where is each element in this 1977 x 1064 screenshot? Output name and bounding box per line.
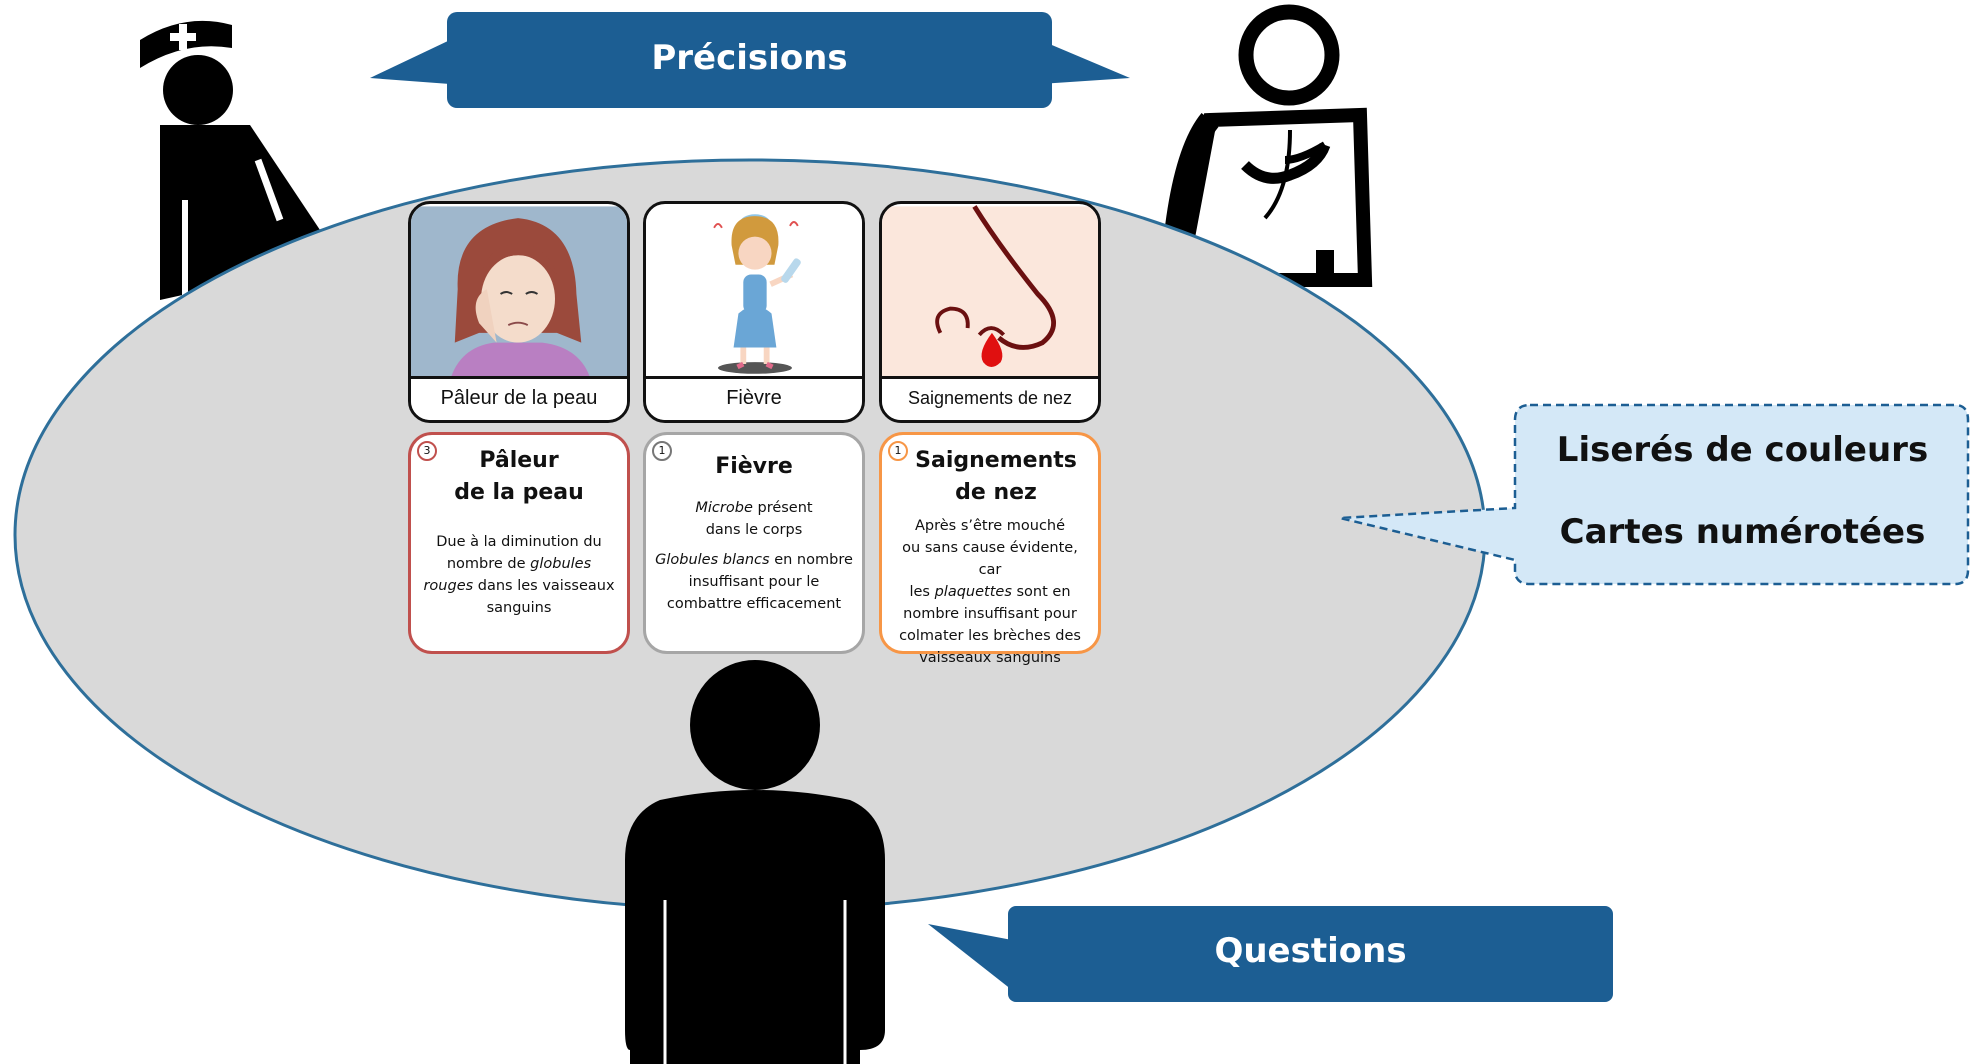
card-text-emphasis: globules (530, 556, 592, 572)
card-text: vaisseaux sanguins (919, 650, 1061, 666)
card-title: Fièvre (715, 454, 793, 479)
patient-figure (625, 660, 885, 1064)
card-text: sont en (1011, 584, 1071, 600)
card-text: dans le corps (705, 522, 803, 538)
pharmacist-figure (1164, 4, 1373, 287)
card-text: présent (752, 500, 813, 516)
picture-card-caption: Saignements de nez (882, 376, 1098, 420)
top-callout-shape (370, 12, 1130, 108)
bottom-callout-shape (928, 906, 1613, 1002)
feverish-girl-illustration (646, 206, 862, 381)
top-callout-label: Précisions (651, 38, 848, 78)
pale-woman-illustration (411, 206, 627, 381)
card-text: dans les vaisseaux (473, 578, 615, 594)
card-text-emphasis: rouges (423, 578, 474, 594)
card-text: nombre de (446, 556, 531, 572)
card-text: sanguins (486, 600, 552, 616)
card-text: nombre insuffisant pour (903, 606, 1077, 622)
card-text: en nombre (769, 552, 853, 568)
picture-card-caption: Fièvre (646, 376, 862, 420)
card-text: Due à la diminution du (436, 534, 602, 550)
card-text: les (909, 584, 935, 600)
card-text: Après s’être mouché (914, 518, 1066, 534)
card-text: colmater les brèches des (899, 628, 1081, 644)
note-callout-shape (1339, 403, 1970, 586)
picture-card-nosebleed: Saignements de nez (879, 201, 1101, 423)
nosebleed-illustration (882, 205, 1098, 381)
card-title: Saignements (915, 448, 1077, 473)
picture-card-paleness: Pâleur de la peau (408, 201, 630, 423)
card-text: ou sans cause évidente, car (902, 540, 1078, 578)
text-card-nosebleed: 1 Saignements de nez Après s’être mouché… (879, 432, 1101, 666)
card-text-emphasis: Globules blancs (655, 552, 770, 568)
note-line-numbered: Cartes numérotées (1559, 512, 1926, 552)
card-number-badge: 1 (888, 441, 908, 461)
bottom-callout-label: Questions (1214, 931, 1407, 971)
card-text-emphasis: plaquettes (934, 584, 1012, 600)
card-text-emphasis: Microbe (695, 500, 753, 516)
card-number-badge: 1 (652, 441, 672, 461)
note-line-colors: Liserés de couleurs (1556, 430, 1929, 470)
card-title: de nez (955, 480, 1037, 505)
card-title: de la peau (454, 480, 584, 505)
card-number-badge: 3 (417, 441, 437, 461)
picture-card-fever: Fièvre (643, 201, 865, 423)
text-card-paleness: 3 Pâleur de la peau Due à la diminution … (408, 432, 630, 654)
card-text: combattre efficacement (666, 596, 842, 612)
card-text: insuffisant pour le (688, 574, 820, 590)
picture-card-caption: Pâleur de la peau (411, 376, 627, 420)
card-title: Pâleur (479, 448, 559, 473)
text-card-fever: 1 Fièvre Microbe présent dans le corps G… (643, 432, 865, 654)
